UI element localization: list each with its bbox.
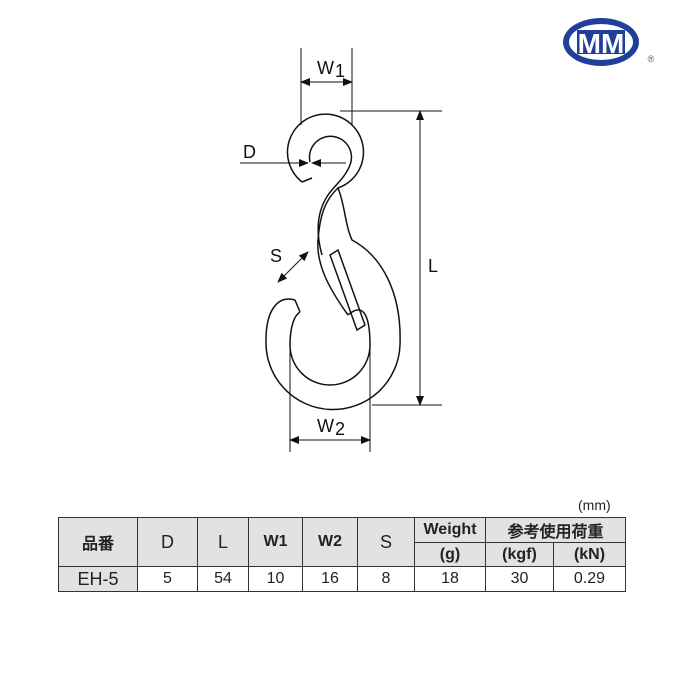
- cell-s: 8: [357, 566, 415, 592]
- label-w1: W: [317, 58, 334, 78]
- svg-text:2: 2: [335, 419, 345, 439]
- header-part-no: 品番: [58, 517, 138, 567]
- svg-text:1: 1: [335, 61, 345, 81]
- svg-text:MM: MM: [578, 28, 625, 59]
- cell-w1: 10: [248, 566, 303, 592]
- header-weight-unit: (g): [414, 542, 486, 567]
- cell-kgf: 30: [485, 566, 554, 592]
- header-d: D: [137, 517, 198, 567]
- header-kgf: (kgf): [485, 542, 554, 567]
- header-load: 参考使用荷重: [485, 517, 626, 543]
- cell-l: 54: [197, 566, 249, 592]
- dimension-lines: [240, 48, 442, 452]
- label-w2: W: [317, 416, 334, 436]
- unit-label: (mm): [578, 497, 611, 513]
- label-s: S: [270, 246, 282, 266]
- spec-table: 品番 D L W1 W2 S Weight 参考使用荷重 (g) (kgf) (…: [58, 517, 626, 592]
- cell-d: 5: [137, 566, 198, 592]
- dimension-labels: W 1 D S L W 2: [243, 58, 438, 439]
- header-weight: Weight: [414, 517, 486, 543]
- svg-text:®: ®: [648, 54, 655, 64]
- brand-logo: MM ®: [563, 18, 655, 66]
- cell-w2: 16: [302, 566, 358, 592]
- header-w2: W2: [302, 517, 358, 567]
- header-s: S: [357, 517, 415, 567]
- cell-weight: 18: [414, 566, 486, 592]
- header-l: L: [197, 517, 249, 567]
- header-kn: (kN): [553, 542, 626, 567]
- label-l: L: [428, 256, 438, 276]
- cell-kn: 0.29: [553, 566, 626, 592]
- s-hook-drawing: [265, 113, 401, 411]
- label-d: D: [243, 142, 256, 162]
- header-w1: W1: [248, 517, 303, 567]
- cell-part-no: EH-5: [58, 566, 138, 592]
- table-row: EH-5 5 54 10 16 8 18 30 0.29: [58, 566, 626, 592]
